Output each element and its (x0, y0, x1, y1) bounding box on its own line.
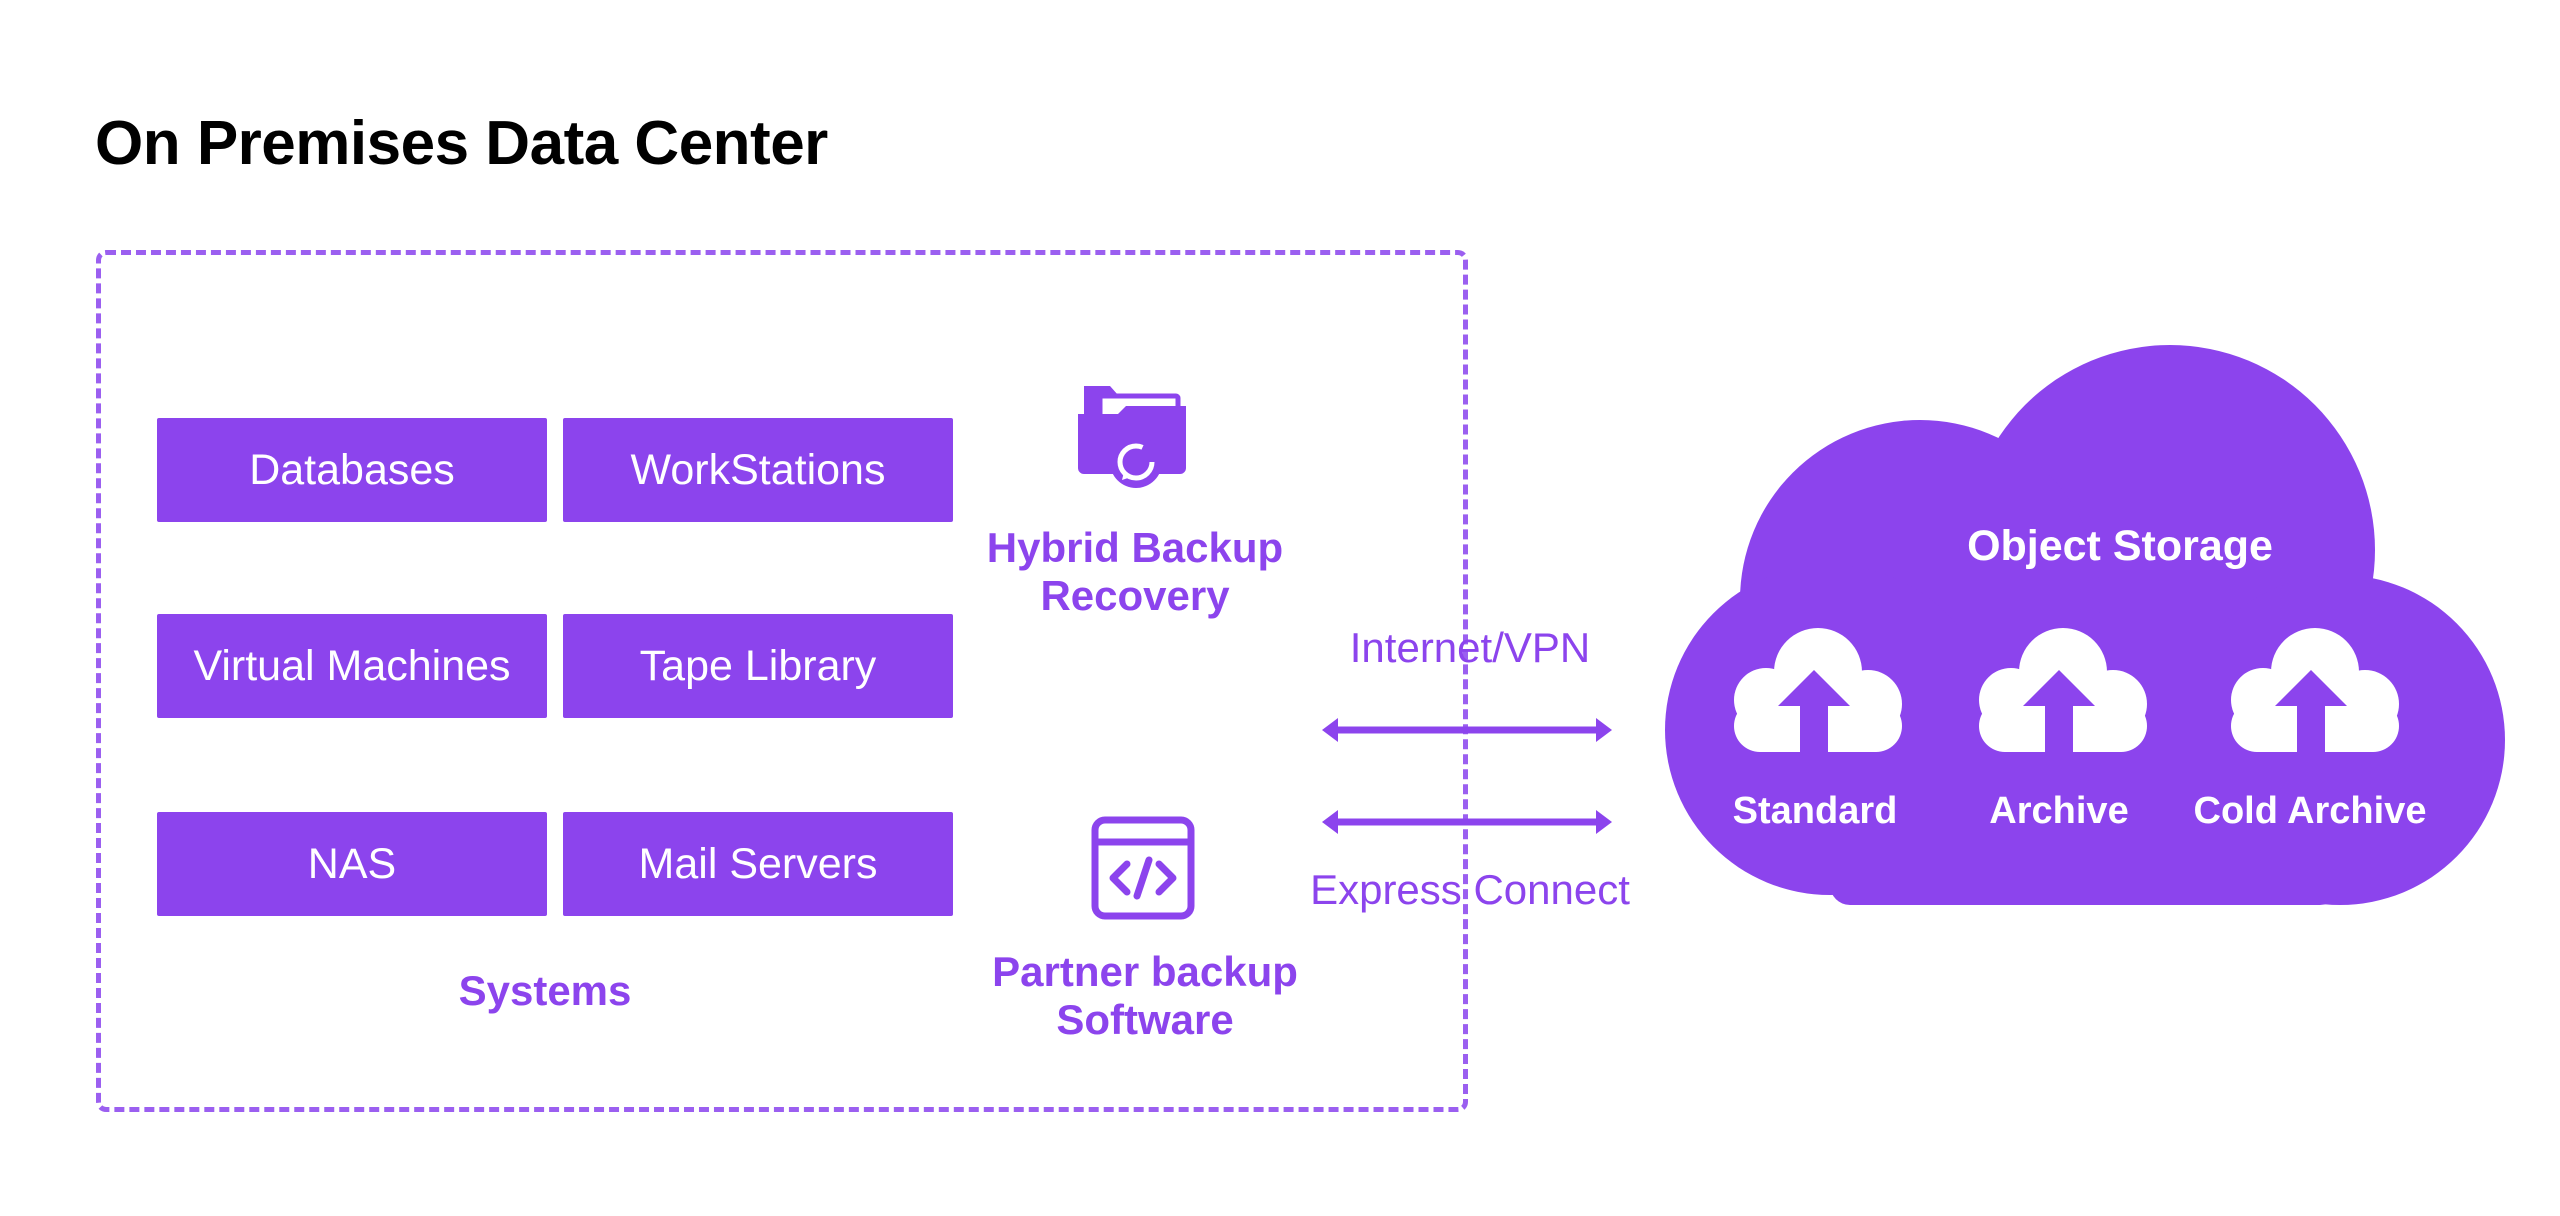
system-box-mail-servers: Mail Servers (563, 812, 953, 916)
hybrid-backup-line2: Recovery (1040, 572, 1230, 619)
hybrid-backup-label: Hybrid Backup Recovery (950, 524, 1320, 620)
system-box-workstations: WorkStations (563, 418, 953, 522)
hybrid-backup-line1: Hybrid Backup (986, 524, 1284, 571)
cloud-upload-icon (1979, 628, 2147, 754)
system-box-virtual-machines: Virtual Machines (157, 614, 547, 718)
connection-label-internet-vpn: Internet/VPN (1349, 624, 1591, 671)
cloud-upload-icon (2231, 628, 2399, 754)
partner-backup-label: Partner backup Software (955, 948, 1335, 1044)
page-title: On Premises Data Center (95, 109, 828, 178)
connection-arrow-internet-vpn (1322, 718, 1612, 742)
system-box-databases: Databases (157, 418, 547, 522)
tier-label-archive: Archive (1989, 790, 2129, 832)
system-box-nas: NAS (157, 812, 547, 916)
partner-backup-line2: Software (1056, 996, 1234, 1043)
cloud-upload-icon (1734, 628, 1902, 754)
tier-label-cold-archive: Cold Archive (2193, 790, 2427, 832)
folder-refresh-icon (1078, 386, 1186, 488)
tier-label-standard: Standard (1732, 790, 1898, 832)
systems-label: Systems (458, 967, 632, 1014)
connection-label-express-connect: Express Connect (1310, 866, 1630, 913)
object-storage-title: Object Storage (1967, 522, 2273, 570)
system-box-tape-library: Tape Library (563, 614, 953, 718)
data-center-boundary (96, 250, 1468, 1112)
partner-backup-line1: Partner backup (992, 948, 1298, 995)
connection-arrow-express-connect (1322, 810, 1612, 834)
code-window-icon (1091, 816, 1195, 920)
